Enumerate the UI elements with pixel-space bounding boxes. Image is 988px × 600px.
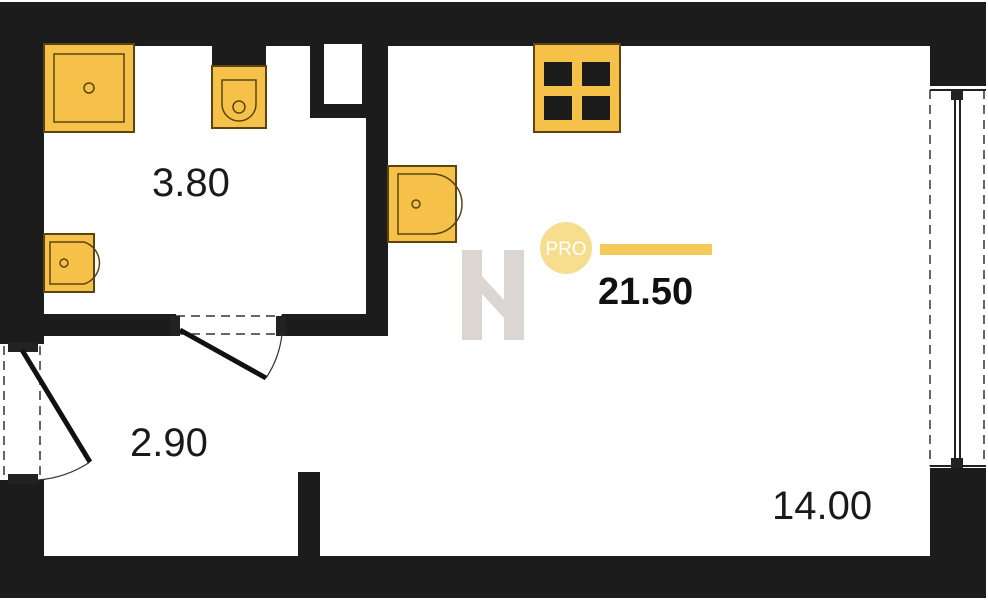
- pro-badge: PRO: [540, 222, 592, 274]
- total-area-label: 21.50: [598, 271, 693, 313]
- shower-tray: [43, 43, 135, 133]
- bathroom-door: [170, 314, 286, 381]
- right-wall-upper: [930, 2, 986, 86]
- hall-area-label: 2.90: [130, 421, 208, 465]
- window: [929, 86, 986, 468]
- watermark-logo: [462, 250, 524, 340]
- bathroom-bottom-wall-right: [282, 314, 388, 336]
- toilet: [211, 44, 267, 129]
- bottom-wall: [0, 556, 986, 598]
- pro-badge-text: PRO: [545, 239, 586, 260]
- accent-bar: [600, 244, 712, 255]
- bathroom-bottom-wall-left: [40, 314, 176, 336]
- bathroom-sink: [43, 233, 101, 293]
- top-wall: [0, 2, 986, 46]
- entrance-door: [0, 342, 93, 484]
- right-wall-lower: [930, 468, 986, 598]
- kitchen-sink: [387, 165, 463, 243]
- bathroom-area-label: 3.80: [152, 161, 230, 205]
- partition-stub: [298, 472, 320, 560]
- left-wall-upper: [0, 2, 44, 344]
- shaft-void: [324, 44, 362, 104]
- stove: [533, 43, 621, 133]
- living-area-label: 14.00: [772, 484, 872, 528]
- bathroom-right-wall: [366, 44, 388, 334]
